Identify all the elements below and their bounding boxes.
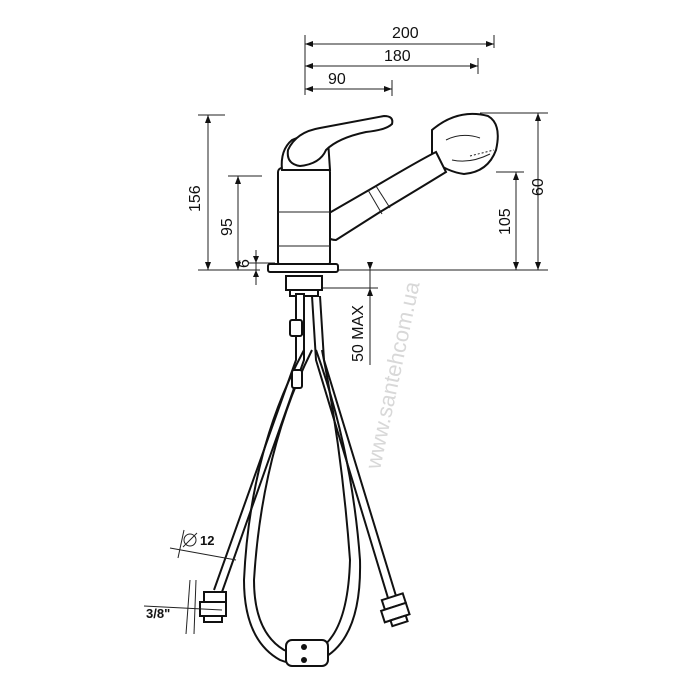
dimension-156: 156 xyxy=(187,114,260,271)
dimension-90-label: 90 xyxy=(328,71,346,88)
dimension-6-label: 6 xyxy=(236,259,253,268)
dimension-95-label: 95 xyxy=(219,218,236,236)
dimension-95: 95 xyxy=(219,175,262,270)
dimension-thread-3-8: 3/8" xyxy=(143,579,223,635)
dimension-180-label: 180 xyxy=(384,48,411,65)
dimension-105-label: 105 xyxy=(497,208,514,235)
dimension-200: 200 xyxy=(304,25,495,95)
mounting-nut xyxy=(285,275,323,291)
spout-head xyxy=(431,112,499,176)
left-hose-fitting xyxy=(199,591,227,623)
dimension-180: 180 xyxy=(305,48,479,74)
diameter-symbol-icon xyxy=(182,532,198,548)
lever-handle xyxy=(286,114,394,168)
dimension-thread-label: 3/8" xyxy=(146,606,170,621)
right-hose-fitting xyxy=(379,592,411,628)
supply-hoses xyxy=(213,295,397,665)
dimension-60: 60 xyxy=(320,112,548,271)
faucet-body xyxy=(277,167,331,267)
dimension-diameter-label: 12 xyxy=(200,533,214,548)
faucet-base xyxy=(267,263,339,273)
faucet xyxy=(267,112,499,335)
dimension-60-label: 60 xyxy=(530,178,547,196)
dimension-50-max: 50 MAX xyxy=(320,262,378,365)
dimension-50-max-label: 50 MAX xyxy=(350,305,367,362)
dimension-diameter-12: 12 xyxy=(169,529,237,561)
spout-arm xyxy=(323,150,448,242)
hose-weight xyxy=(285,639,329,667)
dimension-156-label: 156 xyxy=(187,185,204,212)
dimension-200-label: 200 xyxy=(392,25,419,42)
dimension-105: 105 xyxy=(496,171,524,270)
dimension-90: 90 xyxy=(305,71,393,96)
